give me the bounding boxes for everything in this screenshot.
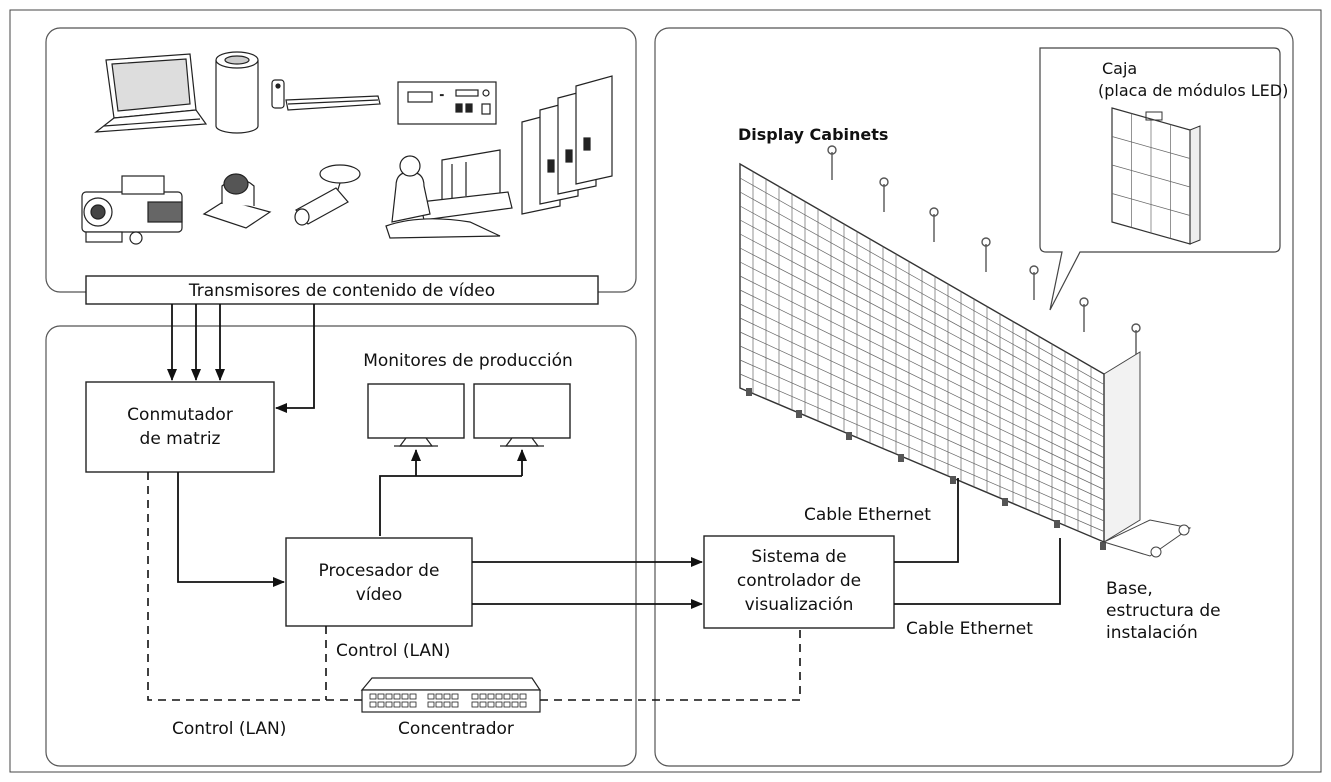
- ptz-camera-icon: [202, 173, 272, 229]
- server-rack-icon: [521, 75, 613, 215]
- monitor-feed-line: [379, 475, 416, 536]
- network-hub-icon: [360, 677, 542, 713]
- matrix-switcher-box: [85, 381, 275, 473]
- matrix-switcher-label-2: de matriz: [140, 429, 221, 449]
- production-monitors-label: Monitores de producción: [363, 351, 573, 371]
- matrix-to-processor-arrow: [177, 472, 285, 587]
- video-sources-bar: [85, 275, 599, 305]
- cabinet-callout-label-1: Caja: [1102, 59, 1137, 78]
- cabinet-callout-label-2: (placa de módulos LED): [1098, 81, 1288, 100]
- monitor-icon: [473, 383, 571, 447]
- display-cabinets-label: Display Cabinets: [738, 125, 888, 144]
- led-cabinet-icon: [1111, 107, 1201, 245]
- control-lan-label-lower: Control (LAN): [172, 719, 286, 739]
- led-wall: [739, 145, 1192, 558]
- security-camera-icon: [294, 164, 361, 226]
- video-processor-label-2: vídeo: [356, 585, 402, 605]
- led-wall-grid: [739, 171, 1105, 537]
- video-processor-label-1: Procesador de: [319, 561, 440, 581]
- control-lan-line-matrix: [147, 472, 362, 701]
- base-label-2: estructura de: [1106, 601, 1221, 621]
- matrix-switcher-label-1: Conmutador: [127, 405, 233, 425]
- media-player-icon: [271, 79, 381, 111]
- outer-frame: [9, 9, 1322, 773]
- display-controller-label-1: Sistema de: [751, 547, 846, 567]
- display-controller-label-3: visualización: [745, 595, 854, 615]
- ethernet-cable-lower: [894, 538, 1061, 605]
- source-feed-arrow-4: [275, 304, 315, 413]
- camcorder-icon: [81, 175, 183, 245]
- ethernet-cable-label-lower: Cable Ethernet: [906, 619, 1033, 639]
- video-processor-box: [285, 537, 473, 627]
- computer-tower-icon: [215, 51, 259, 134]
- base-label-1: Base,: [1106, 579, 1153, 599]
- laptop-icon: [94, 53, 208, 133]
- ethernet-cable-upper: [894, 478, 959, 563]
- control-lan-label-upper: Control (LAN): [336, 641, 450, 661]
- monitor-icon: [367, 383, 465, 447]
- hub-label: Concentrador: [398, 719, 514, 739]
- display-controller-box: [703, 535, 895, 629]
- operator-desk-icon: [385, 149, 513, 239]
- base-label-3: instalación: [1106, 623, 1198, 643]
- svg-text:-: -: [440, 90, 444, 101]
- display-controller-label-2: controlador de: [737, 571, 861, 591]
- ethernet-cable-label-upper: Cable Ethernet: [804, 505, 931, 525]
- video-sources-label: Transmisores de contenido de vídeo: [188, 281, 495, 301]
- control-lan-line-controller: [540, 628, 801, 701]
- recorder-device-icon: -: [397, 81, 497, 125]
